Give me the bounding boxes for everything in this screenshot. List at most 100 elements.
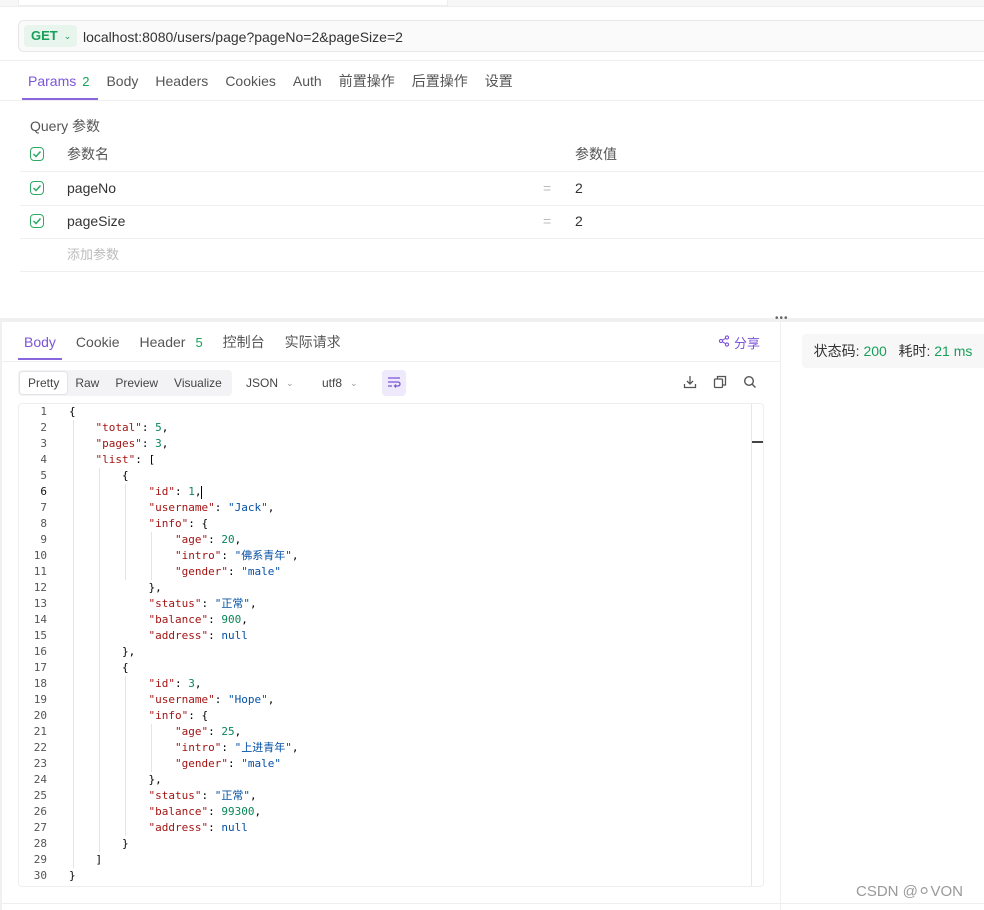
line-number: 25 [33,789,47,802]
tab-auth[interactable]: Auth [292,73,322,89]
active-top-tab[interactable] [18,0,448,6]
word-wrap-button[interactable] [382,370,406,396]
copy-icon [713,375,727,392]
code-line: "address": null [148,821,248,834]
panel-splitter[interactable] [0,318,984,322]
view-pretty[interactable]: Pretty [20,372,68,394]
line-number: 16 [33,645,47,658]
search-icon [743,375,757,392]
param-checkbox[interactable] [30,181,44,195]
code-line: "gender": "male" [174,565,281,578]
line-number: 1 [40,405,47,418]
active-tab-underline [22,98,98,100]
code-line: "status": "正常", [148,789,257,802]
line-number: 6 [40,485,47,498]
indent-guide [151,532,152,580]
code-line: "id": 1, [148,485,203,499]
left-border [0,322,2,910]
line-number: 20 [33,709,47,722]
code-line: "username": "Hope", [148,693,275,706]
editor-scrollbar[interactable] [751,404,763,886]
equals-sign: = [543,180,552,196]
tab-post-request[interactable]: 后置操作 [411,73,468,89]
param-name-input[interactable]: pageNo [67,180,117,196]
tab-headers[interactable]: Headers [155,73,209,89]
format-select[interactable]: JSON⌄ [246,370,294,396]
param-name-input[interactable]: pageSize [67,213,126,229]
share-button[interactable]: 分享 [718,333,760,352]
search-button[interactable] [741,374,759,392]
view-raw[interactable]: Raw [75,376,100,390]
add-param-input[interactable]: 添加参数 [67,247,120,262]
view-visualize[interactable]: Visualize [174,376,222,390]
line-number: 17 [33,661,47,674]
indent-guide [151,724,152,772]
line-number: 5 [40,469,47,482]
equals-sign: = [543,213,552,229]
tab-actual-request[interactable]: 实际请求 [284,334,341,350]
param-row: pageSize = 2 [20,205,984,239]
url-bar: GET ⌄ localhost:8080/users/page?pageNo=2… [18,20,984,52]
code-line: }, [69,645,136,658]
watermark: CSDN @⚪VON [856,883,963,900]
download-button[interactable] [681,374,699,392]
code-line: { [69,661,129,674]
line-number: 24 [33,773,47,786]
encoding-select[interactable]: utf8⌄ [322,370,358,396]
tab-response-cookie[interactable]: Cookie [75,334,120,350]
line-number: 12 [33,581,47,594]
indent-guide [99,468,100,852]
tab-pre-request[interactable]: 前置操作 [338,73,395,89]
param-checkbox[interactable] [30,214,44,228]
scroll-position-marker [752,441,763,443]
code-line: { [69,405,76,418]
code-line: "age": 25, [174,725,242,738]
url-input[interactable]: localhost:8080/users/page?pageNo=2&pageS… [83,29,403,45]
param-value-input[interactable]: 2 [575,213,583,229]
add-param-row: 添加参数 [20,238,984,272]
code-line: "intro": "佛系青年", [174,549,299,562]
line-number: 15 [33,629,47,642]
top-tab-strip [0,0,984,7]
code-line: "id": 3, [148,677,202,690]
drag-handle-icon[interactable]: ••• [775,313,789,324]
code-line: } [69,869,76,882]
tab-settings[interactable]: 设置 [484,73,513,89]
line-number: 22 [33,741,47,754]
view-preview[interactable]: Preview [115,376,159,390]
response-body-editor[interactable]: 1 2 3 4 5 6 7 8 9 10 11 12 13 14 15 16 1… [18,403,764,887]
line-number: 8 [40,517,47,530]
elapsed-time-label: 耗时: [898,343,931,359]
wrap-icon [387,375,401,391]
tab-body[interactable]: Body [106,73,139,89]
format-select-value: JSON [246,376,279,390]
line-number: 3 [40,437,47,450]
tab-response-body[interactable]: Body [24,334,56,350]
divider [0,903,984,904]
code-line: "gender": "male" [174,757,281,770]
line-number: 26 [33,805,47,818]
tab-cookies[interactable]: Cookies [225,73,276,89]
line-number: 11 [33,565,47,578]
count-badge: 5 [195,335,203,350]
indent-guide [125,484,126,580]
method-label: GET [31,28,58,43]
status-code-label: 状态码: [813,343,860,359]
line-number: 4 [40,453,47,466]
tab-console[interactable]: 控制台 [222,334,265,350]
code-line: "total": 5, [95,421,169,434]
share-icon [718,335,730,350]
chevron-down-icon: ⌄ [350,378,358,388]
param-value-input[interactable]: 2 [575,180,583,196]
view-mode-segmented: Pretty Raw Preview Visualize [18,370,232,396]
code-line: "list": [ [95,453,156,466]
query-params-label: Query 参数 [30,118,101,134]
select-all-checkbox[interactable] [30,147,44,161]
copy-button[interactable] [711,374,729,392]
method-select[interactable]: GET ⌄ [24,25,78,47]
code-line: } [69,837,129,850]
tab-label: Params [28,73,77,89]
